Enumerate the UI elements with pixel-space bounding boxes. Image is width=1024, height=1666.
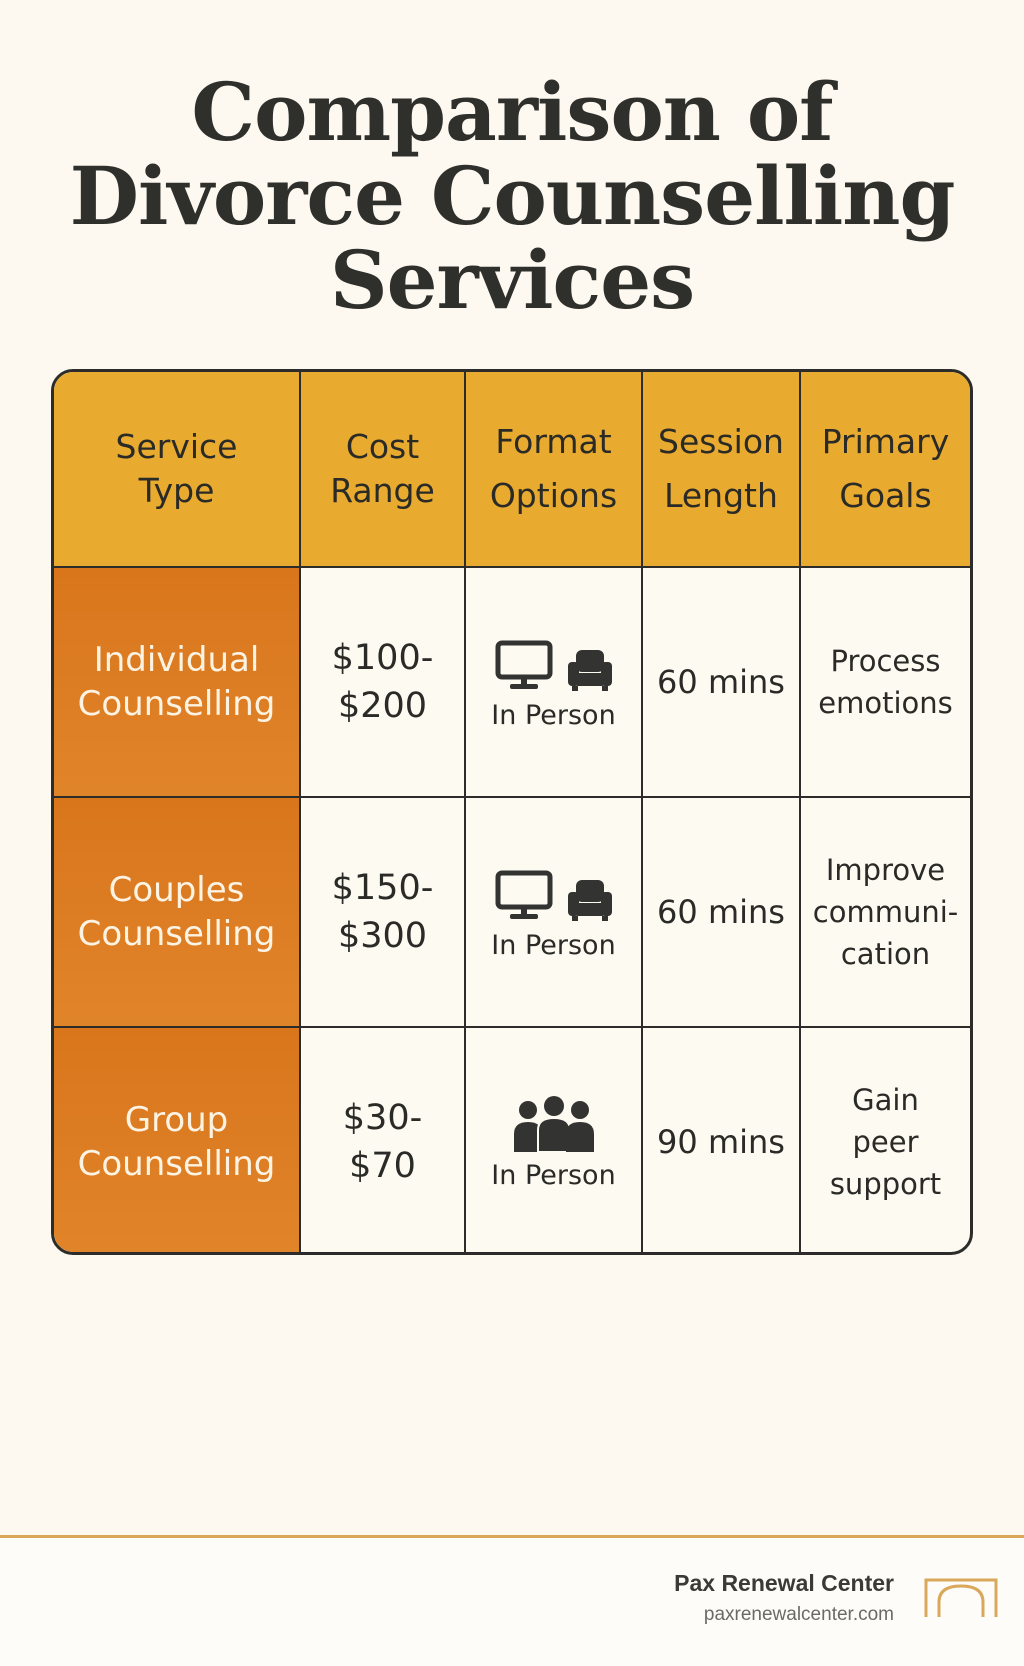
format-cell: In Person <box>464 566 643 798</box>
armchair-icon <box>567 880 612 921</box>
goal-text: communi- <box>812 895 959 929</box>
title-line-2: Divorce Counselling <box>69 149 956 243</box>
cost-cell: $100- $200 <box>299 566 466 798</box>
cost-cell: $150- $300 <box>299 796 466 1028</box>
header-text: Cost <box>345 427 420 466</box>
session-cell: 60 mins <box>641 566 801 798</box>
goal-text: Improve <box>825 853 946 887</box>
header-text: Service <box>115 427 238 466</box>
title-line-3: Services <box>329 233 695 327</box>
goal-text: peer <box>852 1125 919 1159</box>
header-text: Length <box>664 476 778 515</box>
service-name: Counselling <box>77 914 276 954</box>
header-text: Goals <box>839 476 932 515</box>
armchair-icon <box>567 650 612 691</box>
monitor-icon <box>495 870 552 919</box>
header-text: Primary <box>821 422 950 461</box>
brand-url[interactable]: paxrenewalcenter.com <box>703 1604 894 1625</box>
session-cell: 60 mins <box>641 796 801 1028</box>
cost-cell: $30- $70 <box>299 1026 466 1252</box>
title-line-1: Comparison of <box>191 65 833 159</box>
footer <box>0 1538 1024 1666</box>
monitor-icon <box>495 640 552 689</box>
footer-divider <box>0 1535 1024 1538</box>
header-text: Options <box>489 476 618 515</box>
goal-cell: Process emotions <box>799 566 970 798</box>
cost-text: $70 <box>349 1146 416 1186</box>
goal-text: cation <box>840 937 931 971</box>
cost-text: $200 <box>337 686 428 726</box>
header-text: Format <box>495 422 612 461</box>
page-title: Comparison of Divorce Counselling Servic… <box>0 70 1024 322</box>
session-cell: 90 mins <box>641 1026 801 1252</box>
service-name: Couples <box>108 870 245 910</box>
cost-text: $150- <box>331 868 434 908</box>
goal-text: Process <box>830 644 941 678</box>
format-label: In Person <box>491 930 616 961</box>
cost-text: $30- <box>342 1098 423 1138</box>
format-label: In Person <box>491 1160 616 1191</box>
goal-text: emotions <box>818 686 953 720</box>
service-name: Group <box>124 1100 229 1140</box>
header-text: Type <box>138 471 215 510</box>
arch-logo-icon <box>924 1578 998 1617</box>
service-name: Individual <box>93 640 260 680</box>
cost-text: $300 <box>337 916 428 956</box>
header-text: Session <box>658 422 784 461</box>
service-name: Counselling <box>77 684 276 724</box>
header-text: Range <box>330 471 435 510</box>
service-name: Counselling <box>77 1144 276 1184</box>
brand-name[interactable]: Pax Renewal Center <box>674 1570 894 1596</box>
goal-cell: Improve communi-cation <box>799 796 970 1028</box>
format-label: In Person <box>491 700 616 731</box>
format-cell: In Person <box>464 1026 643 1252</box>
cost-text: $100- <box>331 638 434 678</box>
goal-cell: Gain peer support <box>799 1026 970 1252</box>
goal-text: support <box>829 1167 942 1201</box>
goal-text: Gain <box>852 1083 919 1117</box>
format-cell: In Person <box>464 796 643 1028</box>
group-icon <box>513 1096 594 1152</box>
